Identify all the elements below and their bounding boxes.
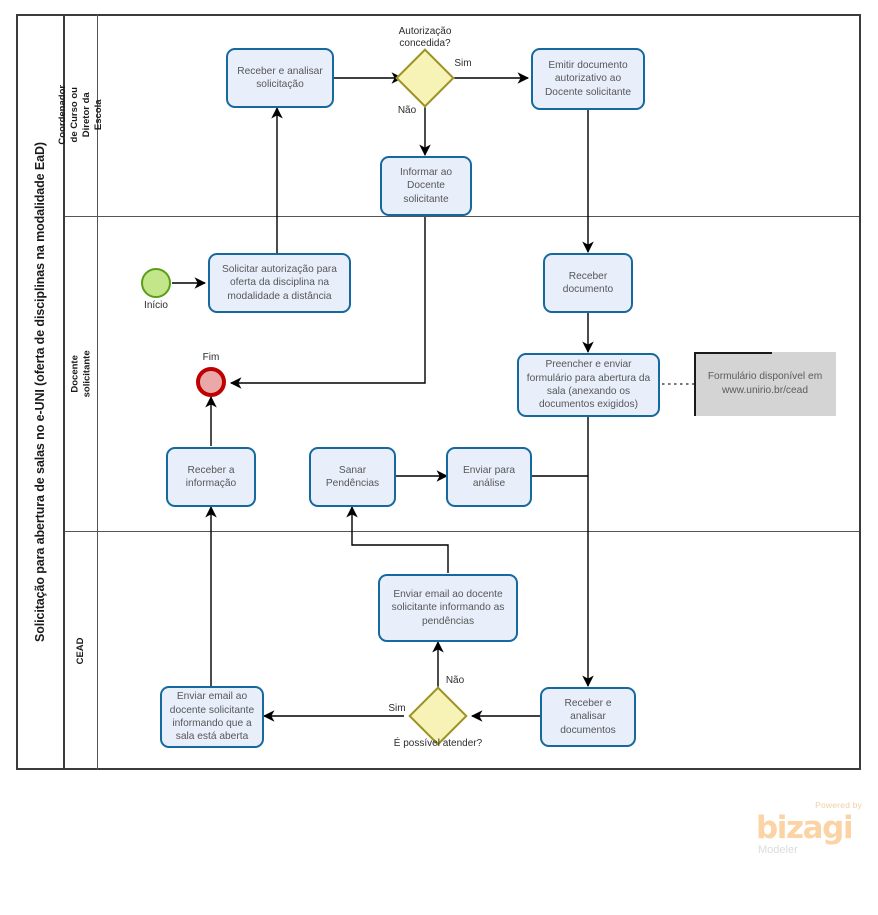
lane-label-docente: Docente solicitante (69, 349, 93, 397)
lane-header-coordenador: Coordenador de Curso ou Diretor da Escol… (57, 14, 104, 216)
task-receber-informacao[interactable]: Receber a informação (166, 447, 256, 507)
flow-label-nao-atender: Não (445, 675, 465, 686)
task-enviar-para-analise[interactable]: Enviar para análise (446, 447, 532, 507)
lane-label-coordenador: Coordenador de Curso ou Diretor da Escol… (57, 85, 104, 145)
task-emitir-documento-autorizativo[interactable]: Emitir documento autorizativo ao Docente… (531, 48, 645, 110)
task-label: Emitir documento autorizativo ao Docente… (544, 59, 632, 98)
task-receber-documento[interactable]: Receber documento (543, 253, 633, 313)
task-receber-analisar-solicitacao[interactable]: Receber e analisar solicitação (226, 48, 334, 108)
annotation-formulario: Formulário disponível em www.unirio.br/c… (694, 352, 836, 416)
pool-title-column: Solicitação para abertura de salas no e-… (16, 14, 65, 770)
task-label: Enviar para análise (462, 464, 516, 489)
gateway-autorizacao-label: Autorização concedida? (398, 26, 452, 49)
task-label: Solicitar autorização para oferta da dis… (222, 263, 337, 302)
end-event-label: Fim (202, 352, 220, 363)
gateway-diamond (408, 686, 468, 746)
task-sanar-pendencias[interactable]: Sanar Pendências (309, 447, 396, 507)
flow-label-sim-autorizacao: Sim (454, 58, 472, 69)
task-label: Receber a informação (185, 464, 237, 489)
flow-label-sim-atender: Sim (388, 703, 406, 714)
lane-header-cead: CEAD (65, 531, 98, 770)
pool-outline (16, 14, 861, 770)
task-solicitar-autorizacao[interactable]: Solicitar autorização para oferta da dis… (208, 253, 351, 313)
annotation-label: Formulário disponível em www.unirio.br/c… (707, 371, 823, 396)
bizagi-branding: Powered by bizagi Modeler (746, 800, 864, 862)
flow-label-nao-autorizacao: Não (397, 105, 417, 116)
gateway-e-possivel-atender[interactable] (408, 686, 468, 746)
task-preencher-enviar-formulario[interactable]: Preencher e enviar formulário para abert… (517, 353, 660, 417)
lane-header-docente: Docente solicitante (65, 216, 98, 531)
task-informar-docente-solicitante[interactable]: Informar ao Docente solicitante (380, 156, 472, 216)
gateway-atender-label: É possível atender? (393, 738, 483, 749)
end-event[interactable] (196, 367, 226, 397)
lane-divider-2 (65, 531, 859, 532)
lane-label-cead: CEAD (75, 637, 87, 664)
task-label: Receber e analisar documentos (560, 697, 616, 736)
gateway-autorizacao-concedida[interactable] (395, 48, 455, 108)
powered-by-label: Powered by (815, 800, 862, 810)
pool-title: Solicitação para abertura de salas no e-… (32, 142, 47, 642)
start-event[interactable] (141, 268, 171, 298)
task-label: Informar ao Docente solicitante (399, 166, 453, 205)
bizagi-product-label: Modeler (758, 844, 798, 856)
start-event-label: Início (144, 300, 168, 311)
task-label: Enviar email ao docente solicitante info… (169, 691, 255, 743)
bizagi-logo-text: bizagi (756, 810, 854, 846)
task-label: Receber documento (562, 270, 614, 295)
task-enviar-email-sala-aberta[interactable]: Enviar email ao docente solicitante info… (160, 686, 264, 748)
lane-divider-1 (65, 216, 859, 217)
task-label: Enviar email ao docente solicitante info… (391, 588, 505, 627)
task-label: Sanar Pendências (325, 464, 380, 489)
task-enviar-email-pendencias[interactable]: Enviar email ao docente solicitante info… (378, 574, 518, 642)
task-receber-analisar-documentos[interactable]: Receber e analisar documentos (540, 687, 636, 747)
task-label: Receber e analisar solicitação (237, 65, 323, 90)
task-label: Preencher e enviar formulário para abert… (526, 359, 651, 411)
